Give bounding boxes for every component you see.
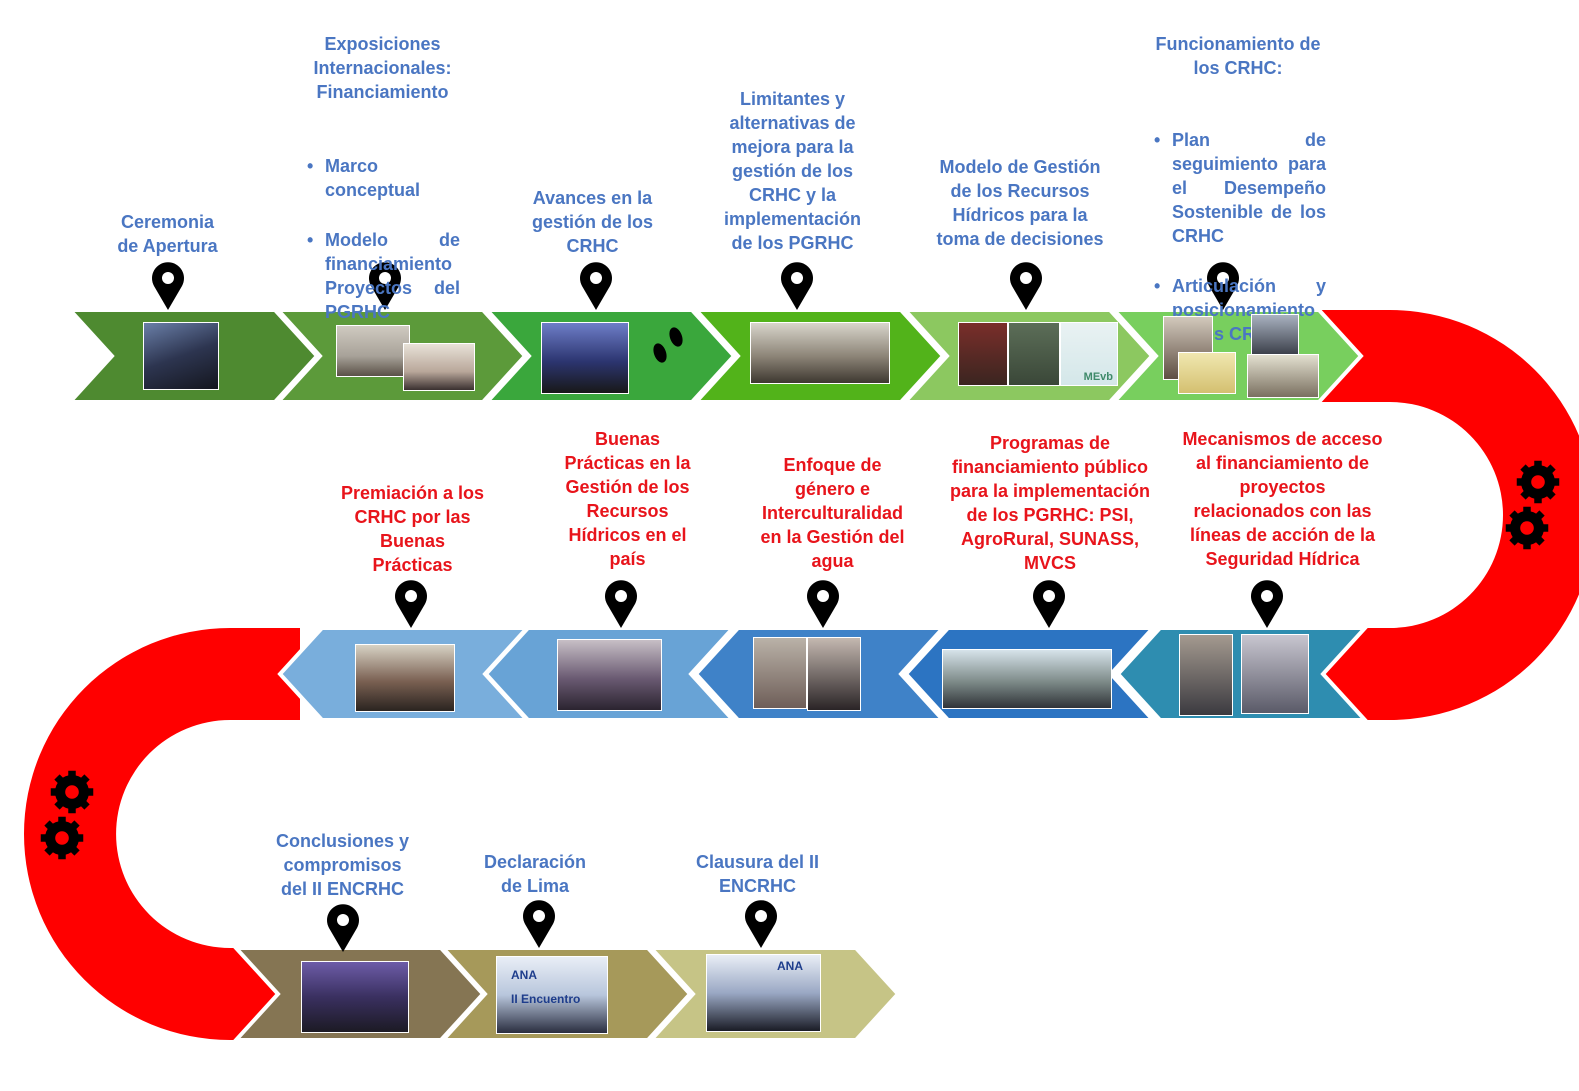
photo-modelo-2 bbox=[1008, 322, 1060, 386]
photo-premiacion bbox=[355, 644, 455, 712]
stage-label-programas: Programas de financiamiento público para… bbox=[949, 433, 1151, 573]
map-pin-icon bbox=[523, 900, 555, 948]
stage-label-mecanismos: Mecanismos de acceso al financiamiento d… bbox=[1182, 429, 1383, 569]
stage-label-modelo-gestion: Modelo de Gestión de los Recursos Hídric… bbox=[936, 157, 1104, 249]
banner-text: ANA bbox=[777, 959, 803, 973]
stage-label-clausura: Clausura del II ENCRHC bbox=[695, 852, 820, 896]
photo-enfoque-2 bbox=[807, 637, 861, 711]
photo-mecanismos-1 bbox=[1179, 634, 1233, 716]
map-pin-icon bbox=[152, 262, 184, 310]
gear-icon bbox=[1505, 506, 1549, 550]
bullet-item: Plan de seguimiento para el Desempeño So… bbox=[1154, 128, 1326, 248]
photo-avances bbox=[541, 322, 629, 394]
photo-buenas-practicas bbox=[557, 639, 662, 711]
map-pin-icon bbox=[745, 900, 777, 948]
map-pin-icon bbox=[395, 580, 427, 628]
stage-label-limitantes: Limitantes y alternativas de mejora para… bbox=[723, 89, 862, 253]
photo-exposicion-1 bbox=[336, 325, 410, 377]
road-curve-right bbox=[1300, 310, 1579, 720]
photo-declaracion: ANA II Encuentro bbox=[496, 956, 608, 1034]
stage-title-funcionamiento: Funcionamiento de los CRHC: bbox=[1155, 34, 1321, 78]
road-curve-left bbox=[24, 628, 300, 1040]
stage-title-exposiciones: Exposiciones Internacionales: Financiami… bbox=[313, 34, 452, 102]
map-pin-icon bbox=[1251, 580, 1283, 628]
bullet-item: Marco conceptual bbox=[307, 154, 460, 202]
photo-modelo-3: MEvb bbox=[1060, 322, 1118, 386]
stage-label-declaracion: Declaración de Lima bbox=[483, 852, 587, 896]
gear-icon bbox=[1516, 460, 1560, 504]
gear-icon bbox=[40, 816, 84, 860]
bullet-item: Modelo de financiamiento Proyectos del P… bbox=[307, 228, 460, 324]
map-pin-icon bbox=[580, 262, 612, 310]
photo-funcionamiento-3 bbox=[1251, 314, 1299, 356]
stage-block-funcionamiento: Funcionamiento de los CRHC: Plan de segu… bbox=[1150, 8, 1326, 394]
photo-conclusiones bbox=[301, 961, 409, 1033]
photo-limitantes bbox=[750, 322, 890, 384]
slide-logo-text: MEvb bbox=[1083, 371, 1113, 383]
map-pin-icon bbox=[807, 580, 839, 628]
stage-label-premiacion: Premiación a los CRHC por las Buenas Prá… bbox=[340, 483, 485, 575]
map-pin-icon bbox=[1033, 580, 1065, 628]
map-pin-icon bbox=[605, 580, 637, 628]
photo-modelo-1 bbox=[958, 322, 1008, 386]
photo-funcionamiento-4 bbox=[1247, 354, 1319, 398]
photo-exposicion-2 bbox=[403, 343, 475, 391]
stage-block-exposiciones: Exposiciones Internacionales: Financiami… bbox=[305, 8, 460, 372]
map-pin-icon bbox=[781, 262, 813, 310]
stage-label-ceremonia-apertura: Ceremonia de Apertura bbox=[117, 212, 218, 256]
gear-icon bbox=[50, 770, 94, 814]
stage-label-buenas-practicas: Buenas Prácticas en la Gestión de los Re… bbox=[564, 429, 691, 569]
map-pin-icon bbox=[327, 904, 359, 952]
photo-ceremonia bbox=[143, 322, 219, 390]
stage-label-enfoque-genero: Enfoque de género e Interculturalidad en… bbox=[760, 455, 905, 571]
photo-programas bbox=[942, 649, 1112, 709]
stage-label-conclusiones: Conclusiones y compromisos del II ENCRHC bbox=[275, 831, 410, 899]
photo-mecanismos-2 bbox=[1241, 634, 1309, 714]
bullet-list: Marco conceptual Modelo de financiamient… bbox=[305, 130, 460, 348]
banner-text: ANA II Encuentro bbox=[511, 968, 581, 1006]
stage-label-avances: Avances en la gestión de los CRHC bbox=[531, 188, 654, 256]
map-pin-icon bbox=[1010, 262, 1042, 310]
footprints-icon bbox=[653, 327, 683, 363]
bullet-list: Plan de seguimiento para el Desempeño So… bbox=[1150, 104, 1326, 370]
photo-funcionamiento-2 bbox=[1178, 352, 1236, 394]
photo-enfoque-1 bbox=[753, 637, 807, 709]
photo-clausura: ANA bbox=[706, 954, 821, 1032]
